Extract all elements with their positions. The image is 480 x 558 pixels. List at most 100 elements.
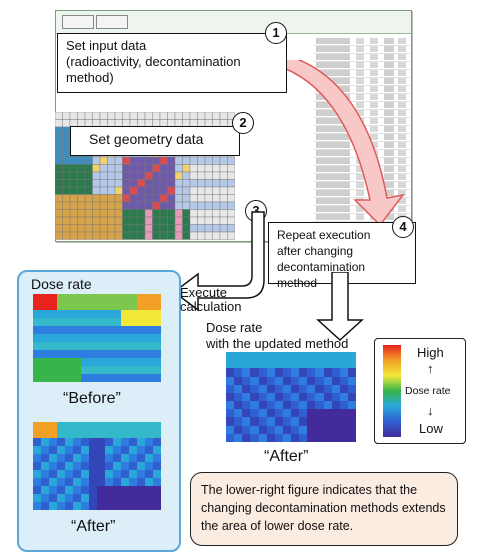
heat-cell [73, 366, 82, 375]
heat-cell [145, 470, 154, 479]
heat-cell [73, 438, 82, 447]
geometry-cell [69, 112, 78, 120]
heat-cell [250, 376, 260, 386]
heat-cell [145, 334, 154, 343]
heat-cell [274, 409, 284, 419]
geometry-cell [204, 164, 213, 173]
heat-cell [33, 494, 42, 503]
heat-cell [113, 358, 122, 367]
geometry-cell [99, 231, 108, 240]
heat-cell [105, 342, 114, 351]
heat-cell [234, 360, 243, 369]
step1-line1: Set input data [66, 38, 147, 53]
heat-cell [282, 433, 292, 442]
updated-caption-line1: Dose rate [206, 320, 263, 335]
geometry-cell [69, 216, 78, 225]
heat-cell [258, 425, 268, 435]
geometry-cell [84, 224, 93, 233]
geometry-cell [189, 164, 198, 173]
geometry-cell [107, 216, 116, 225]
geometry-cell [99, 164, 108, 173]
heat-cell [145, 294, 154, 303]
heat-cell [137, 422, 146, 431]
heat-cell [49, 294, 58, 303]
heat-cell [234, 384, 243, 394]
heat-cell [129, 438, 138, 447]
heat-cell [81, 454, 90, 463]
geometry-cell [122, 179, 131, 188]
heat-cell [105, 326, 114, 335]
step1-callout: Set input data (radioactivity, decontami… [57, 33, 287, 93]
sheet-cell [398, 190, 406, 196]
sheet-button-2[interactable] [96, 15, 128, 29]
geometry-cell [55, 201, 63, 210]
heat-cell [113, 502, 122, 510]
heat-cell [129, 374, 138, 382]
geometry-cell [197, 201, 206, 210]
sheet-button-1[interactable] [62, 15, 94, 29]
heat-cell [113, 446, 122, 455]
legend-high: High [417, 345, 444, 360]
heat-cell [331, 368, 341, 378]
geometry-cell [107, 194, 116, 203]
sheet-cell [370, 70, 378, 76]
heat-cell [57, 334, 66, 343]
heat-cell [81, 334, 90, 343]
heat-cell [41, 430, 50, 439]
sheet-cell [384, 190, 394, 196]
heat-cell [65, 462, 74, 471]
heat-cell [291, 409, 300, 419]
sheet-cell [398, 94, 406, 100]
heat-cell [73, 294, 82, 303]
heat-cell [266, 352, 276, 361]
geometry-cell [144, 179, 153, 188]
heat-cell [65, 454, 74, 463]
geometry-cell [107, 112, 116, 120]
geometry-cell [144, 231, 153, 240]
heat-cell [57, 358, 66, 367]
geometry-cell [204, 112, 213, 120]
heat-cell [97, 326, 106, 335]
heat-cell [234, 376, 243, 386]
heat-cell [331, 425, 341, 435]
heat-cell [153, 502, 161, 510]
heat-cell [339, 392, 349, 402]
heat-cell [323, 409, 333, 419]
heat-cell [33, 478, 42, 487]
heat-cell [258, 376, 268, 386]
sheet-cell [370, 110, 378, 116]
geometry-cell [122, 156, 131, 165]
heat-cell [153, 334, 161, 343]
heat-cell [81, 502, 90, 510]
geometry-cell [122, 171, 131, 180]
heat-cell [89, 302, 98, 311]
heat-cell [145, 310, 154, 319]
heat-cell [307, 384, 316, 394]
geometry-cell [212, 194, 221, 203]
geometry-cell [99, 112, 108, 120]
sheet-cell [398, 118, 406, 124]
geometry-cell [174, 112, 183, 120]
heat-cell [299, 433, 308, 442]
heat-cell [307, 425, 316, 435]
sheet-cell [316, 206, 350, 212]
legend-color-bar [383, 345, 401, 437]
heat-cell [331, 392, 341, 402]
geometry-cell [137, 156, 146, 165]
geometry-cell [122, 231, 131, 240]
sheet-cell [316, 174, 350, 180]
sheet-cell [316, 54, 350, 60]
geometry-cell [77, 156, 86, 165]
geometry-cell [69, 201, 78, 210]
geometry-cell [62, 171, 71, 180]
geometry-cell [129, 179, 138, 188]
heat-cell [307, 360, 316, 369]
heat-cell [97, 494, 106, 503]
sheet-cell [398, 102, 406, 108]
heat-cell [323, 352, 333, 361]
heat-cell [73, 326, 82, 335]
heat-cell [121, 454, 130, 463]
heat-cell [299, 425, 308, 435]
heat-cell [153, 326, 161, 335]
heat-cell [266, 409, 276, 419]
